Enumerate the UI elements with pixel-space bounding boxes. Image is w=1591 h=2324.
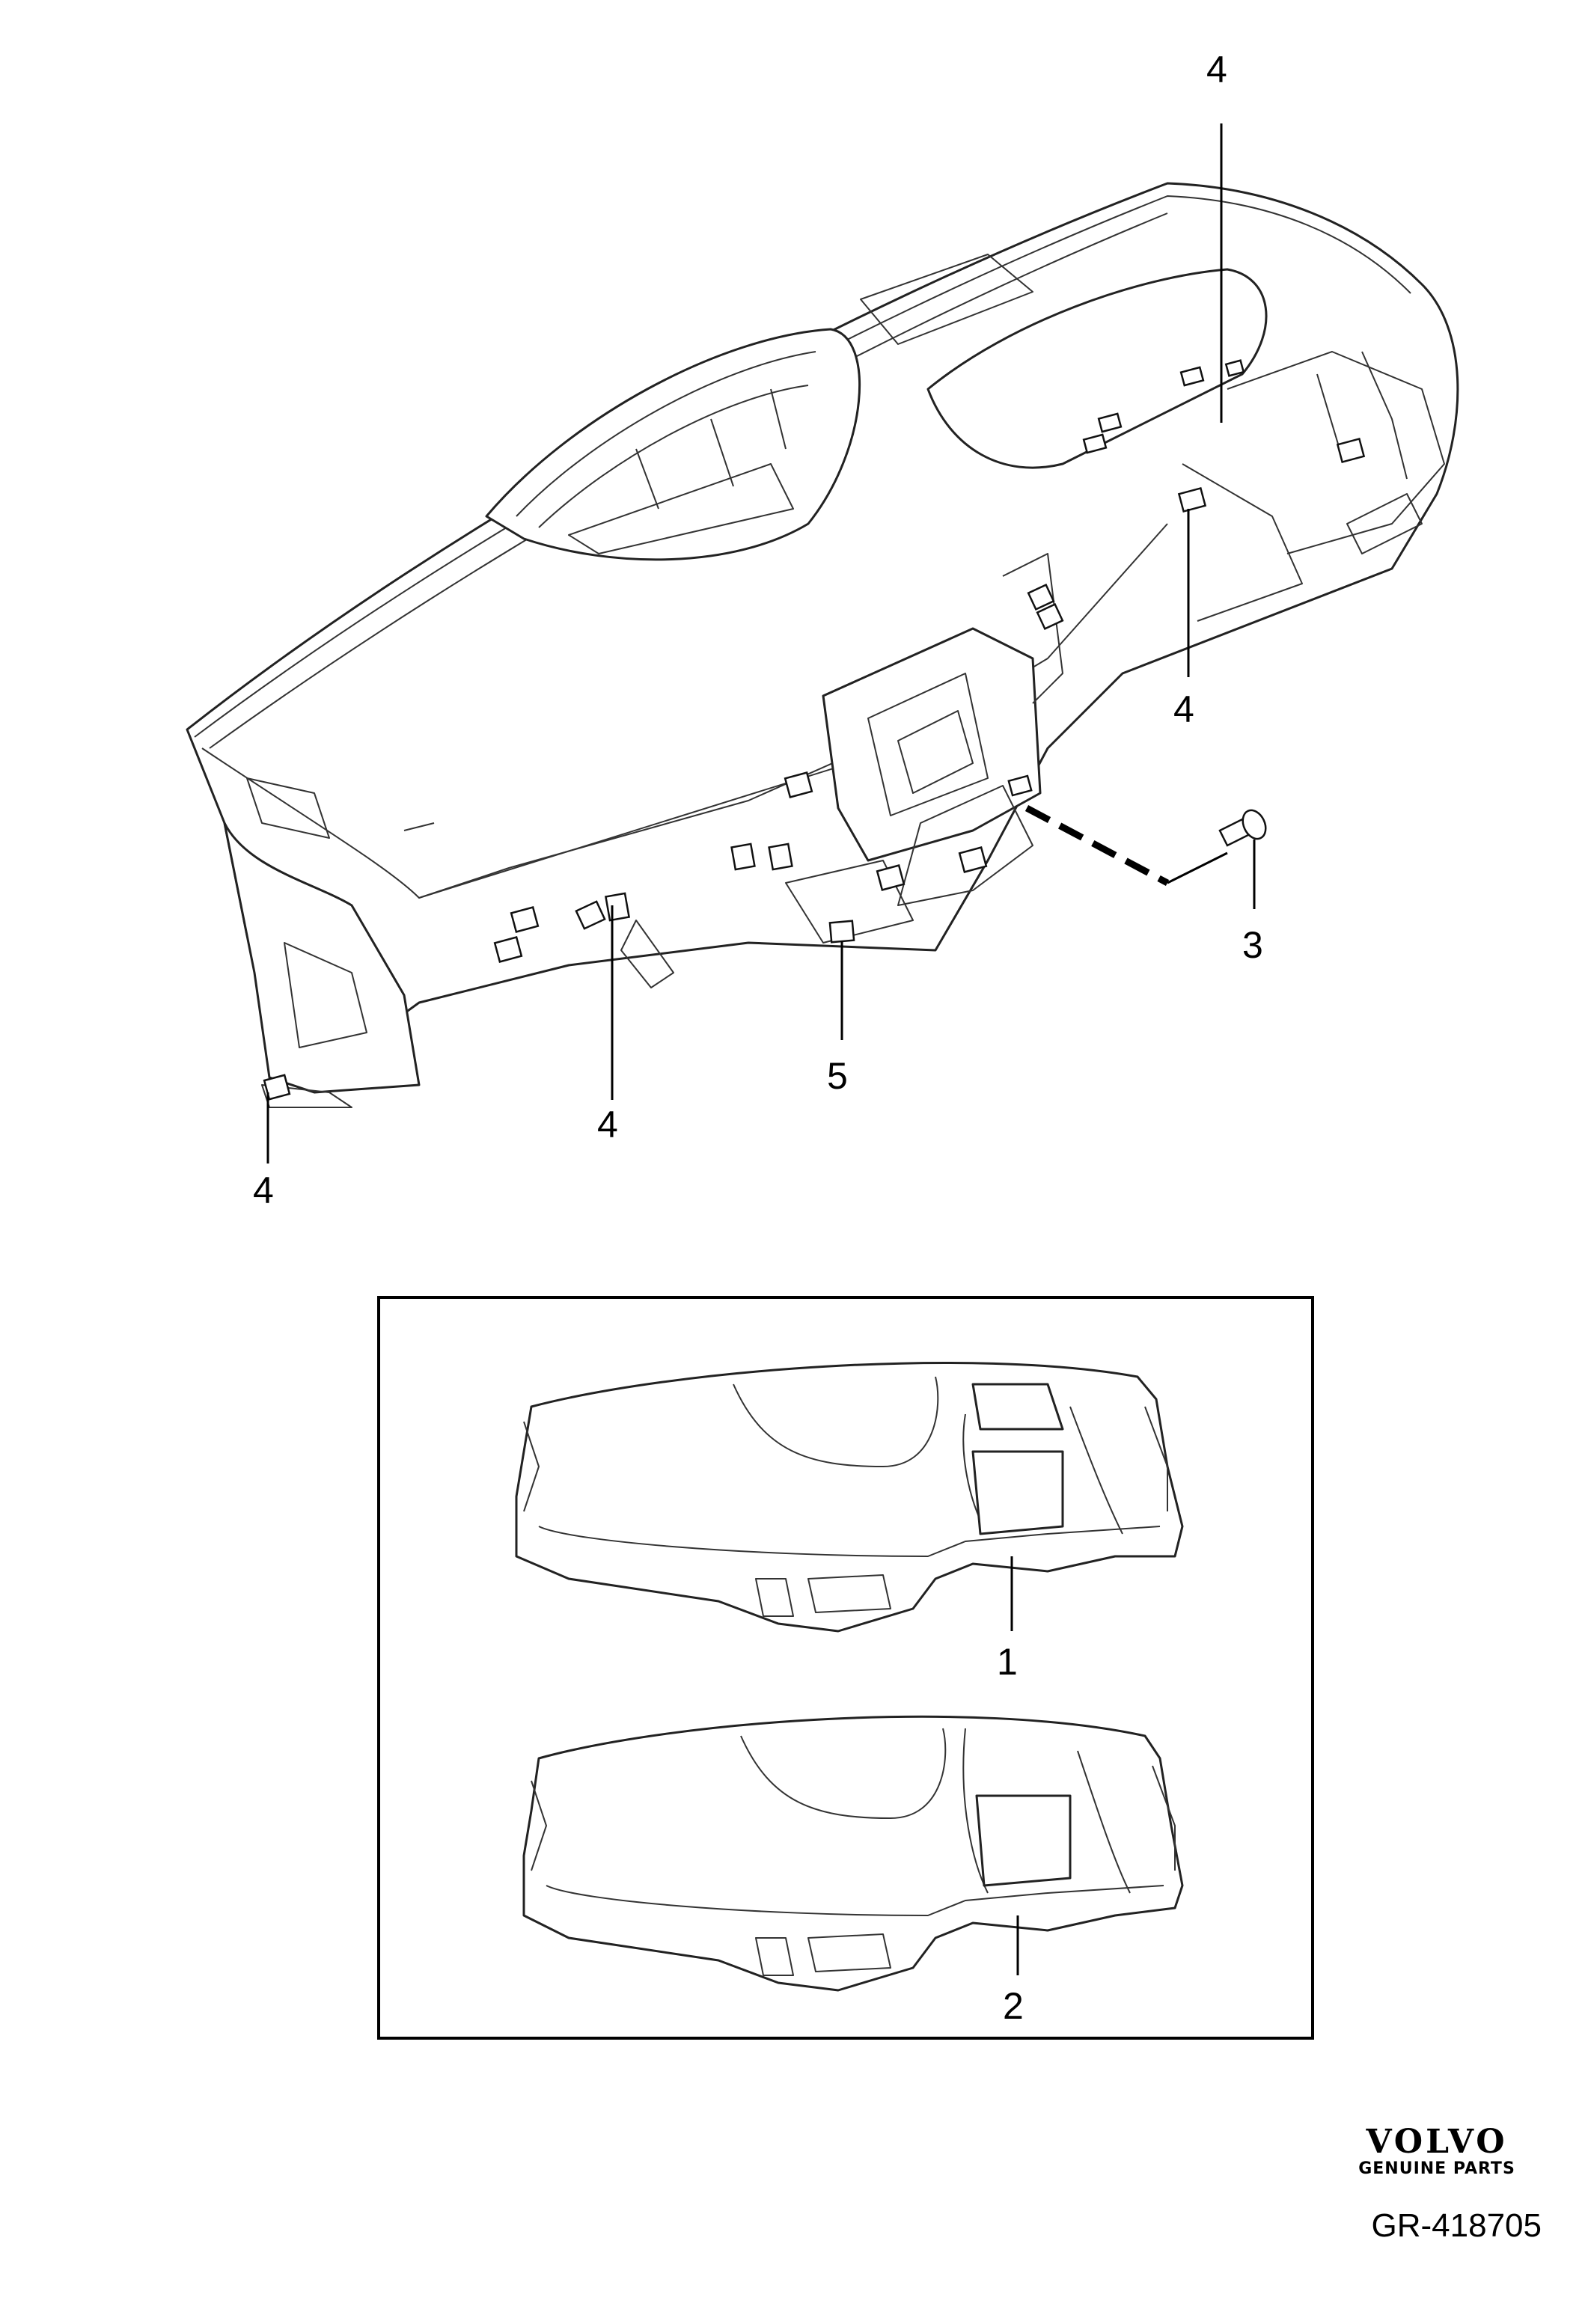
leader-lines — [266, 123, 1256, 1163]
callout-2: 2 — [1003, 1985, 1024, 2027]
callout-4-top-right: 4 — [1206, 49, 1227, 91]
screw-part-3 — [1024, 805, 1267, 886]
callout-4-right-mid: 4 — [1173, 688, 1194, 730]
callout-1: 1 — [997, 1641, 1018, 1683]
callout-3: 3 — [1242, 924, 1263, 966]
variant-inset-frame — [377, 1296, 1314, 2040]
clip-markers — [263, 359, 1366, 1101]
brand-name: VOLVO — [1366, 2123, 1508, 2161]
volvo-logo: VOLVO GENUINE PARTS — [1347, 2125, 1527, 2179]
reference-code: GR-418705 — [1371, 2207, 1542, 2244]
callout-4-left: 4 — [253, 1169, 274, 1211]
dashboard-variant-2-drawing — [522, 1715, 1184, 1992]
dashboard-assembly-drawing — [186, 182, 1459, 1108]
callout-4-center: 4 — [597, 1104, 618, 1146]
callout-5: 5 — [827, 1055, 848, 1097]
dashboard-variant-1-drawing — [515, 1361, 1184, 1633]
clip-part-5 — [828, 920, 855, 944]
brand-tagline: GENUINE PARTS — [1358, 2159, 1515, 2178]
